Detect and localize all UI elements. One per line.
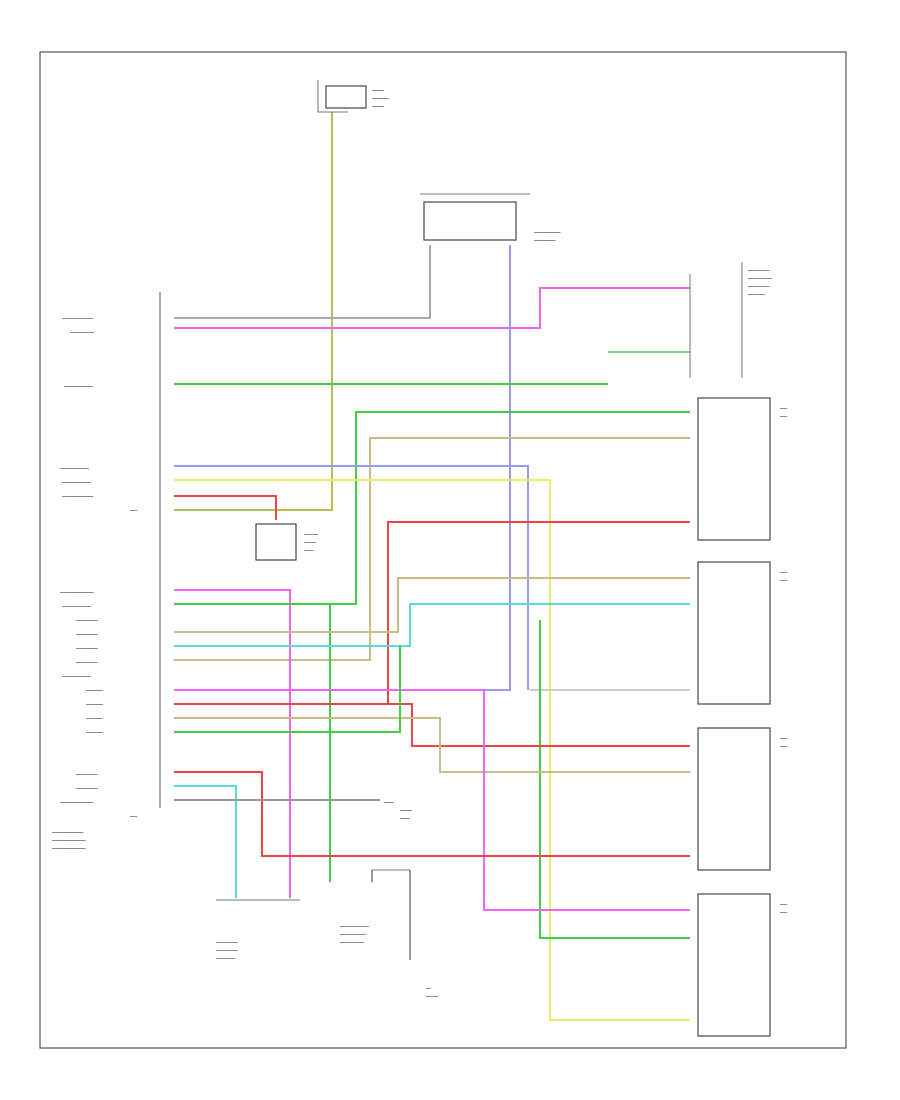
wire-blue-upper <box>168 465 529 690</box>
svg-text:━━━━━━━━━━: ━━━━━━━━━━ <box>747 276 773 281</box>
svg-text:━━━━━━━━━━━━: ━━━━━━━━━━━━ <box>61 604 91 609</box>
svg-text:━━━━━━━: ━━━━━━━ <box>85 716 103 721</box>
wire-pink-seat4 <box>168 689 690 911</box>
svg-text:━━━━━━━: ━━━━━━━ <box>85 688 103 693</box>
svg-text:━━━━━━━━━━━━: ━━━━━━━━━━━━ <box>59 466 89 471</box>
svg-text:━━━━━━━━━: ━━━━━━━━━ <box>215 948 238 953</box>
svg-text:━━━━━━━━: ━━━━━━━━ <box>215 956 236 961</box>
svg-text:━━━━━━━━━━━━━━: ━━━━━━━━━━━━━━ <box>51 838 86 843</box>
svg-text:━━━━━: ━━━━━ <box>399 808 413 813</box>
svg-text:━━━━━━━: ━━━━━━━ <box>747 292 765 297</box>
svg-text:━━━━━: ━━━━━ <box>371 104 385 109</box>
svg-text:━━: ━━ <box>425 986 431 991</box>
svg-text:━━━: ━━━ <box>779 910 788 915</box>
svg-text:━━━: ━━━ <box>129 814 138 819</box>
seat-motor-4: ━━━ ━━━ <box>697 893 788 1037</box>
connector-pins <box>164 298 174 804</box>
driver-seat-module-connector: ━━━━━━━━━━━━━ ━━━━━━━━━━ ━━━━━━━━━━━━ ━━… <box>51 292 174 851</box>
svg-text:━━━━━━━━━━━: ━━━━━━━━━━━ <box>533 230 561 235</box>
svg-text:━━━━━: ━━━━━ <box>371 88 385 93</box>
svg-text:━━━: ━━━ <box>779 406 788 411</box>
right-top-component: ━━━━━━━━━ ━━━━━━━━━━ ━━━━━━━━━ ━━━━━━━ <box>689 262 773 378</box>
wire-red-seat3 <box>168 703 690 747</box>
wire-tan-seat3 <box>168 717 690 773</box>
svg-text:━━━━━: ━━━━━ <box>425 994 439 999</box>
svg-text:━━━━: ━━━━ <box>383 800 394 805</box>
svg-text:━━━: ━━━ <box>779 736 788 741</box>
wire-green-seat4 <box>539 620 690 939</box>
svg-text:━━━━━━━━━━━━━━: ━━━━━━━━━━━━━━ <box>59 590 94 595</box>
svg-text:━━━: ━━━ <box>779 570 788 575</box>
wire-cyan-seat2 <box>168 603 690 647</box>
svg-text:━━━: ━━━ <box>779 414 788 419</box>
svg-text:━━━━━━━━━: ━━━━━━━━━ <box>747 284 770 289</box>
svg-text:━━━━: ━━━━ <box>303 548 314 553</box>
svg-text:━━━━━━━━━━━━: ━━━━━━━━━━━━ <box>61 674 91 679</box>
svg-text:━━━━━━━━━: ━━━━━━━━━ <box>75 786 98 791</box>
wire-red-seat3-bottom <box>168 771 690 857</box>
ground-note: ━━━━ ━━━━━ ━━━━ <box>383 800 413 821</box>
svg-text:━━━━━━━━━━━━━━: ━━━━━━━━━━━━━━ <box>59 800 94 805</box>
wires <box>168 112 690 1021</box>
wire-gray-switch <box>371 870 411 960</box>
svg-text:━━━━━━━━━━━━: ━━━━━━━━━━━━ <box>61 480 91 485</box>
svg-text:━━━━━━━━━━━━: ━━━━━━━━━━━━ <box>339 924 369 929</box>
wire-red-switch <box>168 495 277 520</box>
brake-switch: ━━━━━━━━━━━━ ━━━━━━━━━━━ ━━━━━━━━━━ <box>339 869 410 945</box>
svg-text:━━━━━━━━━━━━━: ━━━━━━━━━━━━━ <box>61 316 94 321</box>
svg-text:━━━━━━━━━━: ━━━━━━━━━━ <box>69 330 95 335</box>
svg-text:━━━━━━━━━: ━━━━━━━━━ <box>75 660 98 665</box>
wire-tan-seat2 <box>168 577 690 633</box>
seat-motor-3: ━━━ ━━━ <box>697 727 788 871</box>
left-wire-labels: ━━━━━━━━━━━━━ ━━━━━━━━━━ ━━━━━━━━━━━━ ━━… <box>59 316 138 819</box>
svg-text:━━━━━━━━━━━: ━━━━━━━━━━━ <box>339 932 367 937</box>
svg-text:━━━: ━━━ <box>129 508 138 513</box>
svg-text:━━━━━━━: ━━━━━━━ <box>371 96 389 101</box>
svg-text:━━━━━━━━━━━━━: ━━━━━━━━━━━━━ <box>51 830 84 835</box>
svg-text:━━━━━━━━━: ━━━━━━━━━ <box>533 238 556 243</box>
svg-text:━━━━━━━━━: ━━━━━━━━━ <box>75 646 98 651</box>
svg-text:━━━━━━━━━: ━━━━━━━━━ <box>747 268 770 273</box>
svg-text:━━━: ━━━ <box>779 744 788 749</box>
wire-blue-long <box>168 245 511 691</box>
svg-text:━━━━━━━━━: ━━━━━━━━━ <box>75 632 98 637</box>
svg-text:━━━━━━━━━━━━: ━━━━━━━━━━━━ <box>63 384 93 389</box>
svg-text:━━━━━━━━━━━━━━: ━━━━━━━━━━━━━━ <box>51 846 86 851</box>
svg-text:━━━━━━━━━━: ━━━━━━━━━━ <box>339 940 365 945</box>
ground-ref: ━━ ━━━━━ <box>425 986 439 999</box>
diagram-frame <box>39 51 847 1049</box>
wire-red-seat1 <box>168 521 690 705</box>
wire-green-lower <box>168 603 331 882</box>
wire-yellow-long <box>168 479 690 1021</box>
seat-motor-2: ━━━ ━━━ <box>697 561 788 705</box>
wire-pink-top <box>168 287 690 329</box>
fuse-block: ━━━━━ ━━━━━━━ ━━━━━ <box>317 80 389 113</box>
seat-motor-1: ━━━ ━━━ <box>697 397 788 541</box>
svg-text:━━━━━━━━━: ━━━━━━━━━ <box>75 772 98 777</box>
wire-pink-lower <box>168 589 291 898</box>
svg-text:━━━━: ━━━━ <box>399 816 410 821</box>
svg-text:━━━: ━━━ <box>779 578 788 583</box>
wire-cyan-down <box>168 785 237 898</box>
svg-text:━━━━━━━━━: ━━━━━━━━━ <box>215 940 238 945</box>
svg-text:━━━━━━━: ━━━━━━━ <box>85 730 103 735</box>
wire-gray-top <box>168 245 431 319</box>
inline-connector: ━━━━━━━━━━━ ━━━━━━━━━ <box>420 193 561 243</box>
svg-text:━━━━━: ━━━━━ <box>303 540 317 545</box>
svg-text:━━━━━━━━━━━━━: ━━━━━━━━━━━━━ <box>61 494 94 499</box>
memory-switch: ━━━━━━ ━━━━━ ━━━━ <box>255 523 319 561</box>
wire-olive-vertical <box>168 112 333 511</box>
svg-text:━━━━━━━━━: ━━━━━━━━━ <box>75 618 98 623</box>
svg-text:━━━━━━: ━━━━━━ <box>303 532 319 537</box>
svg-text:━━━: ━━━ <box>779 902 788 907</box>
wire-tan-seat1 <box>168 437 690 661</box>
module-caption: ━━━━━━━━━━━━━ ━━━━━━━━━━━━━━ ━━━━━━━━━━━… <box>51 830 86 851</box>
wire-green-bus <box>168 646 401 733</box>
steering-position-sensor: ━━━━━━━━━ ━━━━━━━━━ ━━━━━━━━ <box>215 899 300 961</box>
wire-green-seat1 <box>168 411 690 605</box>
svg-text:━━━━━━━: ━━━━━━━ <box>85 702 103 707</box>
